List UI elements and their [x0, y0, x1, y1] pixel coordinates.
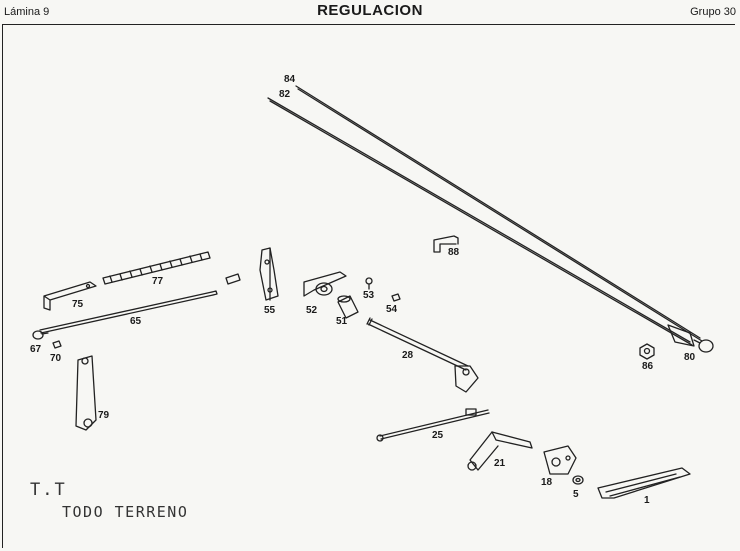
part-86-nut [639, 343, 655, 360]
part-77-spring [102, 251, 211, 285]
part-82-cable [267, 97, 693, 346]
drawing-frame [2, 24, 735, 548]
callout-25: 25 [432, 430, 444, 441]
callout-70: 70 [50, 353, 62, 364]
plate-number: Lámina 9 [4, 6, 50, 18]
callout-84: 84 [284, 74, 296, 85]
part-84-cable [295, 85, 703, 342]
callout-51: 51 [336, 316, 348, 327]
part-70-clip [52, 340, 62, 349]
group-number: Grupo 30 [690, 6, 736, 18]
callout-67: 67 [30, 344, 42, 355]
part-67-bolt [32, 330, 49, 340]
callout-80: 80 [684, 352, 696, 363]
callout-18: 18 [541, 477, 553, 488]
part-51-sleeve [337, 295, 359, 319]
callout-65: 65 [130, 316, 142, 327]
callout-77: 77 [152, 276, 164, 287]
part-52-support [303, 271, 347, 297]
part-28-shaft [366, 317, 479, 393]
callout-28: 28 [402, 350, 414, 361]
callout-52: 52 [306, 305, 318, 316]
callout-21: 21 [494, 458, 506, 469]
part-53-screw [365, 277, 373, 290]
callout-82: 82 [279, 89, 291, 100]
small-pin [225, 273, 241, 285]
page-header: Lámina 9 REGULACION Grupo 30 [0, 0, 740, 24]
part-55-bracket [259, 247, 279, 301]
part-18-pivot [543, 445, 577, 475]
callout-53: 53 [363, 290, 375, 301]
model-code: T.T [30, 480, 67, 500]
part-1-pedal [597, 467, 691, 499]
callout-1: 1 [644, 495, 650, 506]
model-name: TODO TERRENO [62, 503, 189, 521]
part-65-rod [39, 290, 218, 334]
part-79-lever [75, 355, 97, 431]
part-21-lever [467, 431, 533, 471]
callout-86: 86 [642, 361, 654, 372]
callout-5: 5 [573, 489, 579, 500]
callout-54: 54 [386, 304, 398, 315]
part-75-bracket [43, 281, 97, 311]
page-title: REGULACION [317, 2, 423, 19]
part-80-cable-knob [667, 324, 714, 353]
part-54-screw [391, 293, 401, 302]
part-88-bracket [433, 235, 459, 253]
part-5-washer [572, 475, 584, 485]
callout-79: 79 [98, 410, 110, 421]
part-25-link-rod [376, 408, 490, 442]
callout-75: 75 [72, 299, 84, 310]
callout-55: 55 [264, 305, 276, 316]
callout-88: 88 [448, 247, 460, 258]
